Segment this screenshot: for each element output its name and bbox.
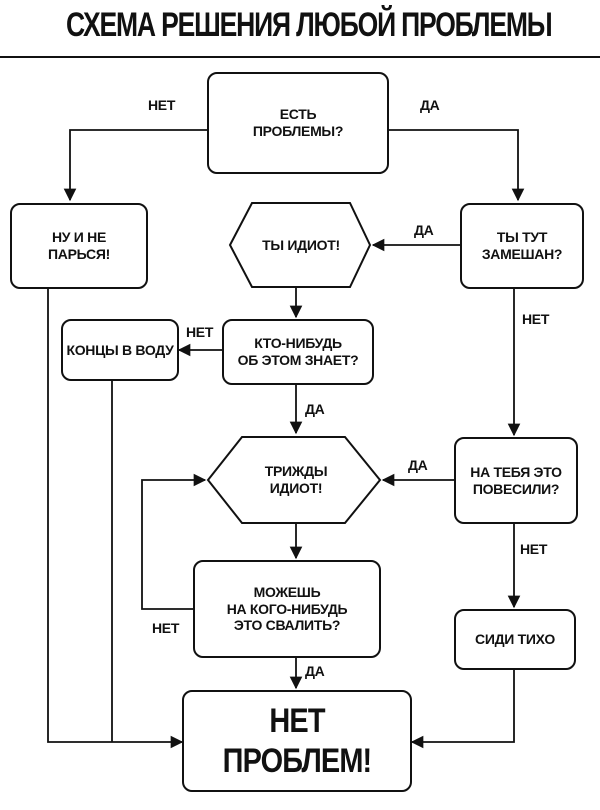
label-has-yes: ДА xyxy=(420,97,440,113)
label-can-blame-yes: ДА xyxy=(305,663,325,679)
label-blamed-yes: ДА xyxy=(408,457,428,473)
node-triple-idiot: ТРИЖДЫ ИДИОТ! xyxy=(264,463,328,496)
node-dont-worry: НУ И НЕ ПАРЬСЯ! xyxy=(10,203,148,289)
edge-has-yes xyxy=(389,129,525,202)
label-involved-yes: ДА xyxy=(414,222,434,238)
edge-has-no xyxy=(63,129,207,202)
hexagon-triple-idiot xyxy=(206,436,382,524)
label-involved-no: НЕТ xyxy=(522,311,550,327)
node-no-problem: НЕТ ПРОБЛЕМ! xyxy=(182,690,412,792)
node-youre-idiot: ТЫ ИДИОТ! xyxy=(262,236,340,253)
edge-dontworry-to-noproblem xyxy=(47,288,184,749)
no-problem-label: НЕТ ПРОБЛЕМ! xyxy=(222,701,373,780)
label-has-no: НЕТ xyxy=(148,97,176,113)
label-knows-yes: ДА xyxy=(305,401,325,417)
page-title: СХЕМА РЕШЕНИЯ ЛЮБОЙ ПРОБЛЕМЫ xyxy=(66,6,553,44)
node-can-blame-someone: МОЖЕШЬ НА КОГО-НИБУДЬ ЭТО СВАЛИТЬ? xyxy=(193,560,381,658)
node-blamed-on-you: НА ТЕБЯ ЭТО ПОВЕСИЛИ? xyxy=(454,437,578,524)
node-has-problems: ЕСТЬ ПРОБЛЕМЫ? xyxy=(207,72,389,174)
label-can-blame-no: НЕТ xyxy=(152,620,180,636)
title-divider xyxy=(0,56,600,58)
label-blamed-no: НЕТ xyxy=(520,541,548,557)
edge-quiet-to-noproblem xyxy=(410,670,515,749)
node-stay-quiet: СИДИ ТИХО xyxy=(454,609,576,670)
label-knows-no: НЕТ xyxy=(186,324,214,340)
hexagon-youre-idiot xyxy=(228,202,372,288)
node-hide-evidence: КОНЦЫ В ВОДУ xyxy=(61,319,179,381)
node-involved: ТЫ ТУТ ЗАМЕШАН? xyxy=(460,203,584,289)
node-anyone-knows: КТО-НИБУДЬ ОБ ЭТОМ ЗНАЕТ? xyxy=(222,319,374,385)
edge-canblame-no xyxy=(141,473,207,610)
